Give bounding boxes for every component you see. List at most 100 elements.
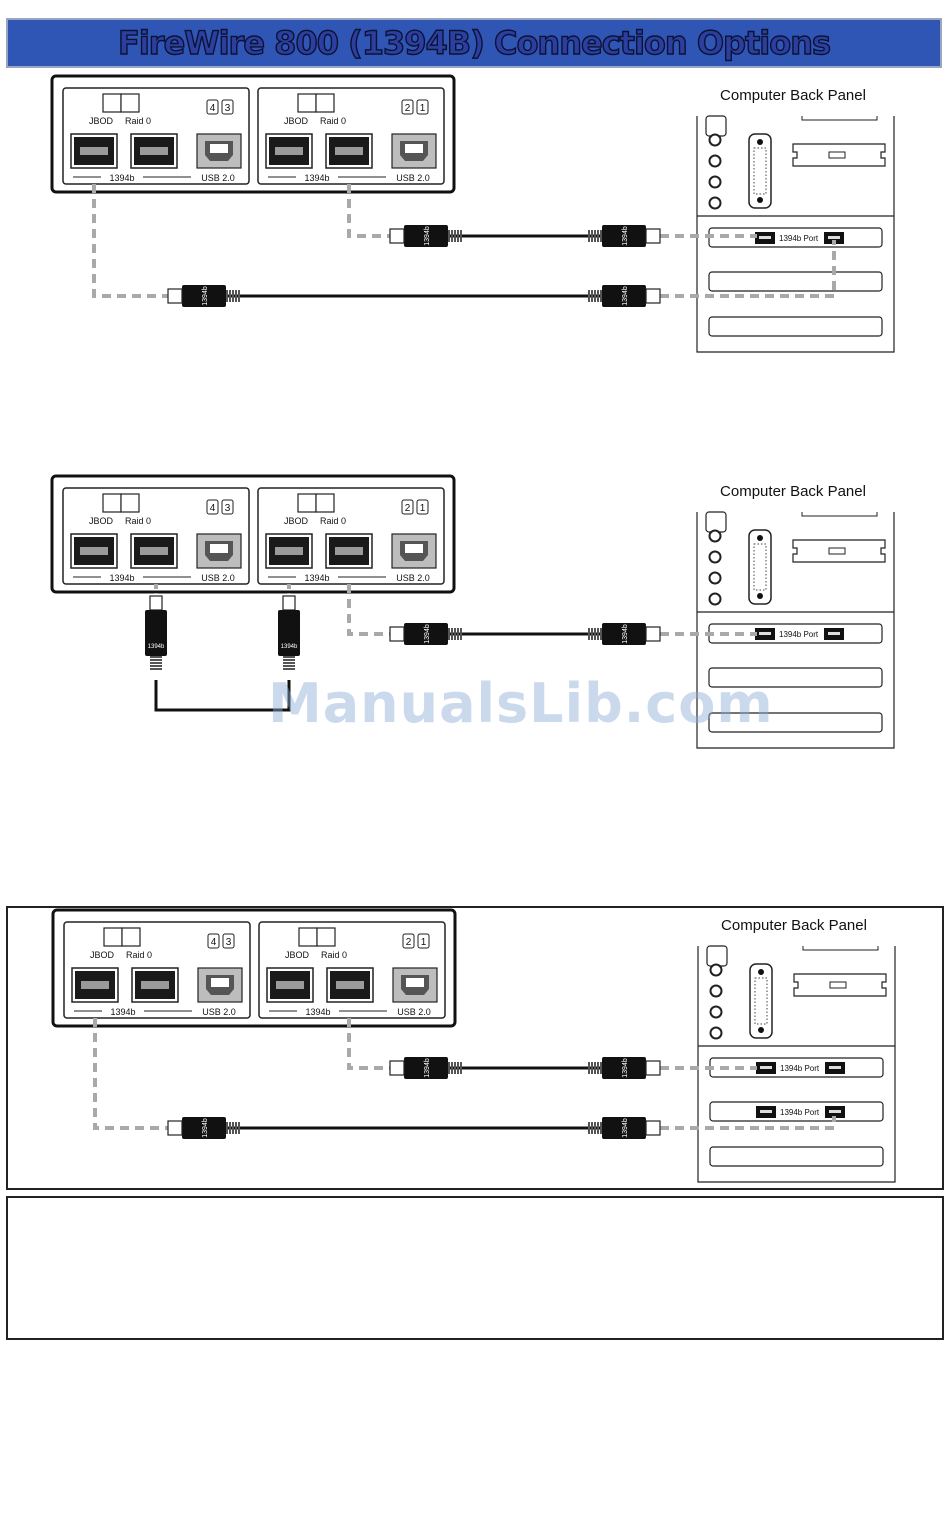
serial-port — [705, 115, 727, 137]
plug-body — [602, 1117, 646, 1139]
plug-label: 1394b — [622, 286, 629, 306]
raid-switch — [315, 93, 335, 113]
plug-body — [602, 623, 646, 645]
cable-wire — [154, 680, 291, 712]
strain-relief — [448, 230, 450, 242]
drive-id-box — [206, 499, 219, 515]
plug-tip — [645, 1120, 661, 1136]
drive-id-box — [207, 933, 220, 949]
drive-id-label: 4 — [210, 103, 216, 114]
usb-port — [391, 533, 437, 569]
raid-switch — [316, 927, 336, 947]
strain-relief — [594, 230, 596, 242]
plug-tip — [645, 626, 661, 642]
screw — [757, 139, 763, 145]
audio-jack — [708, 550, 722, 564]
top-slot — [801, 116, 878, 121]
back-port-slot — [760, 1110, 772, 1113]
raid-switch — [120, 93, 140, 113]
plug-tip — [167, 288, 183, 304]
panel-title: Computer Back Panel — [721, 917, 867, 934]
drive-id-label: 4 — [210, 503, 216, 514]
back-port-slot — [759, 632, 771, 635]
jbod-label: JBOD — [89, 116, 114, 126]
strain-relief — [600, 1062, 602, 1074]
port-1394b-label: 1394b — [305, 1007, 330, 1017]
screw — [757, 535, 763, 541]
strain-relief — [451, 230, 453, 242]
plug-label: 1394b — [424, 1058, 431, 1078]
dashed-route-d — [660, 1116, 836, 1130]
screw — [757, 197, 763, 203]
strain-relief — [457, 1062, 459, 1074]
parallel-pins — [753, 543, 767, 591]
serial-port — [706, 945, 728, 967]
strain-relief — [591, 1122, 593, 1134]
strain-relief — [588, 628, 590, 640]
plug-body — [182, 285, 226, 307]
back-port-slot — [828, 632, 840, 635]
firewire-port-slot — [80, 147, 108, 155]
plug-tip — [389, 228, 405, 244]
drive-id-label: 4 — [211, 937, 217, 948]
plug-label: 1394b — [622, 624, 629, 644]
cable-plug: 1394b — [167, 285, 240, 307]
audio-jack — [708, 175, 722, 189]
audio-jack — [709, 984, 723, 998]
raid0-label: Raid 0 — [321, 950, 347, 960]
strain-relief — [460, 1062, 462, 1074]
audio-jack — [708, 154, 722, 168]
jbod-switch — [298, 927, 318, 947]
strain-relief — [594, 1062, 596, 1074]
strain-relief — [594, 290, 596, 302]
back-port-label: 1394b Port — [780, 1108, 820, 1117]
usb-label: USB 2.0 — [397, 1007, 431, 1017]
back-port-slot — [760, 1066, 772, 1069]
plug-body — [404, 623, 448, 645]
usb-connector-insert — [406, 978, 424, 987]
plug-body — [404, 225, 448, 247]
drive-id-label: 3 — [225, 503, 231, 514]
expansion-card — [709, 1146, 884, 1167]
firewire-port-slot — [276, 981, 304, 989]
strain-relief — [460, 628, 462, 640]
cable-plug: 1394b — [588, 1057, 661, 1079]
strain-relief — [454, 230, 456, 242]
plug-tip — [645, 1060, 661, 1076]
back-port-label: 1394b Port — [779, 630, 819, 639]
strain-relief — [597, 290, 599, 302]
strain-relief — [597, 1122, 599, 1134]
cable-plug: 1394b — [588, 225, 661, 247]
plug-body — [602, 1057, 646, 1079]
strain-relief — [597, 628, 599, 640]
audio-jack — [708, 592, 722, 606]
strain-relief — [600, 230, 602, 242]
usb-connector-insert — [405, 544, 423, 553]
strain-relief — [594, 628, 596, 640]
strain-relief — [150, 665, 162, 667]
jbod-label: JBOD — [89, 516, 114, 526]
drive-id-box — [401, 499, 414, 515]
strain-relief — [238, 290, 240, 302]
plug-tip — [645, 288, 661, 304]
strain-relief — [283, 659, 295, 661]
firewire-port-slot — [141, 981, 169, 989]
cable-plug: 1394b — [167, 1117, 240, 1139]
raid-switch — [120, 493, 140, 513]
port-1394b-label: 1394b — [110, 1007, 135, 1017]
title-banner: FireWire 800 (1394B) Connection Options — [6, 18, 942, 68]
firewire-port-slot — [335, 147, 363, 155]
audio-jack — [708, 571, 722, 585]
firewire-port-slot — [140, 147, 168, 155]
plug-label: 1394b — [424, 624, 431, 644]
cable-plug: 1394b — [145, 595, 167, 670]
strain-relief — [597, 230, 599, 242]
plug-label: 1394b — [148, 644, 165, 650]
